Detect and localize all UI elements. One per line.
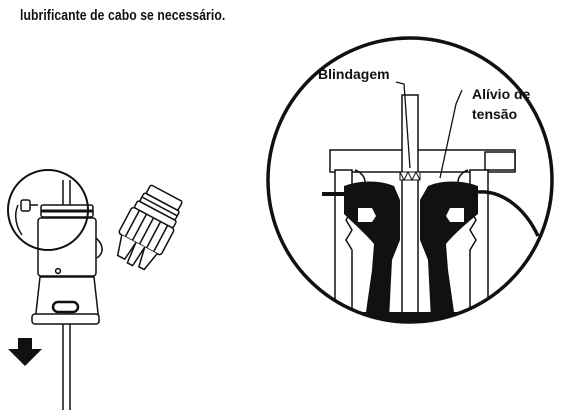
- arrow-down-icon: [8, 338, 42, 366]
- instruction-text: lubrificante de cabo se necessário.: [20, 8, 226, 24]
- strain-relief-leader-line: [439, 89, 463, 179]
- connector-assembly: [31, 180, 103, 410]
- shield-leader-line: [395, 81, 411, 169]
- gland-nut-part: [116, 184, 183, 271]
- connector-body: [31, 204, 100, 325]
- callout-leaders: [395, 81, 463, 179]
- callout-shield-label: Blindagem: [318, 66, 390, 82]
- detail-magnifier-small: [7, 169, 89, 251]
- callout-strain-relief-line2: tensão: [472, 106, 517, 122]
- callout-strain-relief-line1: Alívio de: [472, 86, 531, 102]
- detail-magnifier-large: [266, 36, 554, 324]
- wire-loop: [95, 237, 103, 259]
